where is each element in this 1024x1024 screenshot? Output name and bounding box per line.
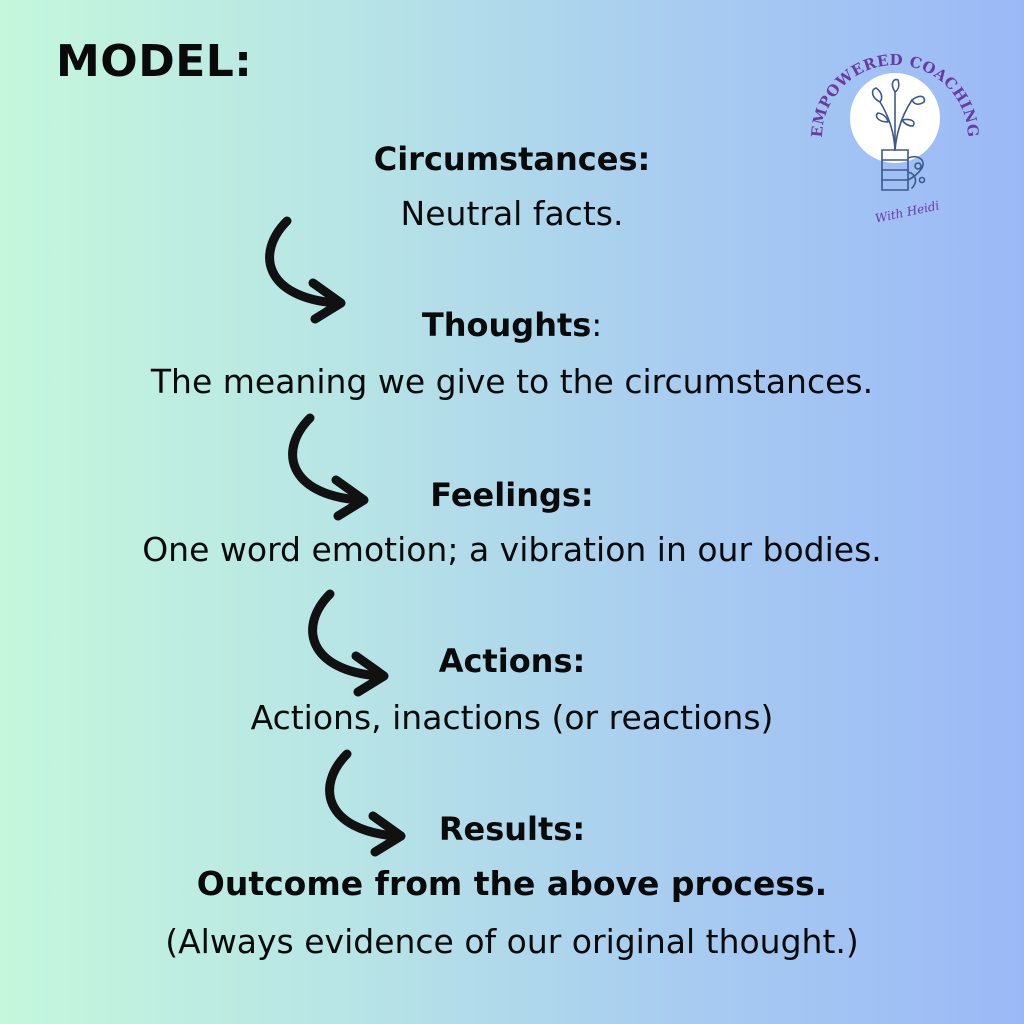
- step-circumstances-description: Neutral facts.: [400, 194, 624, 233]
- page-title: MODEL:: [56, 36, 253, 87]
- step-thoughts-title: Thoughts:: [421, 306, 603, 344]
- step-circumstances-title: Circumstances:: [373, 140, 651, 178]
- curved-arrow-icon: [265, 216, 346, 324]
- step-feelings-title: Feelings:: [430, 476, 594, 514]
- curved-arrow-icon: [325, 749, 406, 857]
- step-actions-title: Actions:: [438, 642, 586, 680]
- curved-arrow-icon: [308, 589, 389, 697]
- curved-arrow-icon: [288, 413, 369, 521]
- step-results-title: Results:: [438, 810, 586, 848]
- empowered-coaching-logo: EMPOWERED COACHING With Heidi: [808, 51, 982, 226]
- step-actions-description: Actions, inactions (or reactions): [250, 698, 774, 737]
- step-thoughts-description: The meaning we give to the circumstances…: [150, 362, 874, 401]
- step-results-note: (Always evidence of our original thought…: [165, 922, 859, 961]
- step-feelings-description: One word emotion; a vibration in our bod…: [142, 530, 882, 569]
- step-results-description: Outcome from the above process.: [196, 864, 828, 903]
